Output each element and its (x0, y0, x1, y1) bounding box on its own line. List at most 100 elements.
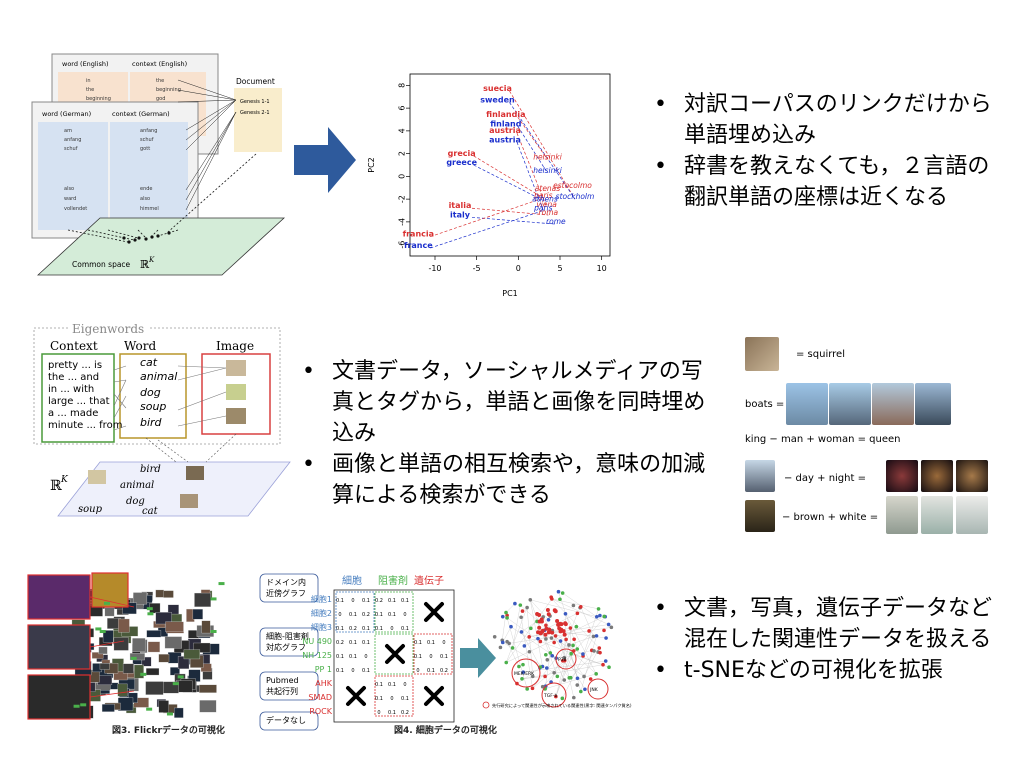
network-node (537, 625, 542, 630)
network-node (521, 662, 525, 667)
matrix-cell: 0.2 (336, 640, 344, 646)
network-node (498, 645, 503, 650)
network-node (509, 624, 513, 629)
word-item: cat (140, 356, 158, 369)
flickr-thumb (165, 621, 184, 632)
matrix-cell: 0.1 (362, 598, 370, 604)
de-context-header: context (German) (112, 110, 170, 118)
y-tick-label: -2 (398, 195, 407, 203)
context-box (41, 353, 115, 443)
de-word: anfang (64, 137, 81, 143)
flickr-thumb (146, 630, 162, 638)
point-label: austria (489, 126, 521, 135)
matrix-cell: 0 (390, 696, 393, 702)
matrix-cell: 0.1 (401, 598, 409, 604)
network-node (602, 628, 606, 633)
flickr-thumb (129, 653, 145, 661)
legend-marker (482, 701, 490, 709)
de-word-header: word (German) (42, 110, 91, 118)
matrix-cell: 0.1 (414, 640, 422, 646)
embed-links (145, 433, 237, 463)
network-node (543, 632, 548, 637)
matrix-cell: 0.2 (349, 626, 357, 632)
matrix-cell: 0.2 (375, 598, 383, 604)
network-node (575, 676, 580, 681)
network-edge (550, 613, 578, 683)
network-node (550, 630, 555, 635)
context-item: large ... that (48, 396, 110, 407)
fig3-caption: 図3. Flickrデータの可視化 (112, 726, 225, 736)
network-node (568, 626, 573, 630)
network-node (607, 665, 611, 669)
network-node (527, 649, 532, 654)
cross-icon (346, 686, 366, 706)
flickr-thumb (194, 592, 211, 607)
night-photo-3 (956, 460, 988, 492)
network-node (519, 615, 523, 620)
point-label: suecia (483, 84, 512, 93)
brown-bear-photo (745, 500, 775, 532)
document-label: Document (236, 77, 275, 86)
network-node (544, 637, 548, 641)
flickr-tag (147, 612, 154, 616)
point-label: atenas (535, 184, 561, 193)
network-node (537, 619, 542, 624)
matrix-col-header: 遺伝子 (414, 574, 444, 587)
boats-text: boats = (745, 399, 785, 410)
embed-photo-bird (186, 466, 204, 480)
point-label: francia (403, 230, 434, 239)
matrix-block (335, 591, 375, 633)
network-node (554, 694, 558, 699)
en-word: the (86, 87, 94, 93)
network-node (582, 674, 586, 679)
matrix-cell: 0.1 (401, 696, 409, 702)
network-edge (506, 607, 528, 663)
network-node (510, 646, 515, 650)
de-context-word: anfang (140, 128, 157, 134)
night-photo-1 (886, 460, 918, 492)
network-node (546, 612, 551, 617)
flickr-thumb (122, 602, 137, 615)
word-title: Word (124, 339, 156, 353)
matrix-cell: 0.2 (440, 668, 448, 674)
en-word: in (86, 78, 91, 84)
matrix-cell: 0.1 (336, 654, 344, 660)
network-node (527, 635, 532, 639)
network-node (558, 597, 562, 602)
network-edge (545, 652, 551, 689)
bullet-3-1: 文書，写真，遺伝子データなど混在した関連性データを扱える (648, 593, 1008, 655)
common-space-exp: K (148, 256, 155, 264)
flickr-tag (218, 582, 225, 586)
flickr-highlight-link (89, 596, 135, 608)
network-node (528, 598, 533, 602)
y-axis-label: PC2 (367, 157, 376, 173)
flickr-thumb (164, 636, 182, 649)
network-node (562, 655, 567, 660)
embedding-plane (57, 461, 291, 517)
network-node (578, 605, 583, 609)
cluster-circle (555, 648, 577, 670)
network-node (544, 623, 548, 628)
night-photo-2 (921, 460, 953, 492)
word-box (119, 353, 187, 439)
german-context-box (110, 122, 188, 230)
flickr-thumb (118, 618, 130, 633)
x-tick-label: -10 (428, 264, 441, 273)
network-node (598, 613, 602, 618)
network-edge (530, 599, 597, 617)
embed-space-symbol: ℝ (50, 478, 62, 494)
matrix-cell: 0 (442, 640, 445, 646)
network-node (538, 639, 543, 644)
network-edge (562, 636, 594, 699)
point-label: roma (539, 208, 559, 217)
flickr-highlight-box (27, 674, 91, 720)
point-label: helsinki (533, 166, 563, 175)
embed-word-bird: bird (140, 464, 161, 475)
flickr-thumb (147, 641, 160, 653)
point-label: austria (489, 135, 521, 144)
point-label: stockholm (556, 192, 595, 201)
cluster-label: MEK/ERK (514, 671, 535, 677)
bilingual-corpus-diagram: word (English) context (English) word (G… (31, 53, 286, 276)
network-edge (516, 666, 543, 684)
context-item: minute ... from (48, 420, 122, 431)
